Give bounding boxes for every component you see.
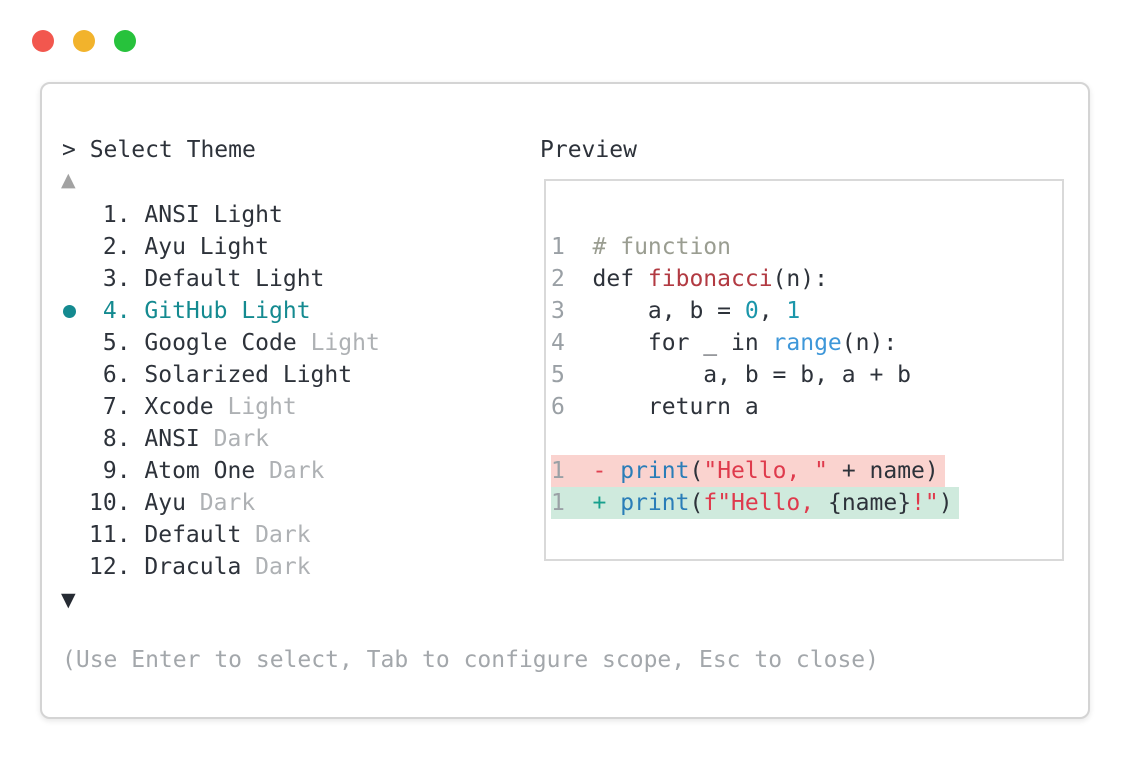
theme-label: 10. Ayu Dark [89,490,256,516]
theme-list-item[interactable]: 8. ANSI Dark [62,423,380,455]
line-number: 4 [551,330,565,356]
theme-list-item[interactable]: 1. ANSI Light [62,199,380,231]
theme-list-item[interactable]: 7. Xcode Light [62,391,380,423]
theme-list: 1. ANSI Light 2. Ayu Light 3. Default Ligh… [62,199,380,583]
theme-list-item[interactable]: 11. Default Dark [62,519,380,551]
theme-label: 8. ANSI Dark [102,426,270,452]
prompt-symbol: > [62,137,76,163]
prompt-line: > Select Theme [62,134,256,166]
bullet-slot [62,551,89,583]
bullet-slot [62,391,89,423]
line-number: 6 [551,394,565,420]
diff-removed-line: 1- print("Hello, " + name) [551,455,945,487]
diff-added-line: 1+ print(f"Hello, {name}!") [551,487,959,519]
scroll-down-icon[interactable]: ▼ [61,589,76,611]
theme-label: 4. GitHub Light [102,298,311,324]
theme-label: 5. Google Code Light [102,330,380,356]
bullet-slot [62,231,89,263]
theme-picker-window: > Select Theme ▲ 1. ANSI Light 2. Ayu Ligh… [40,82,1090,719]
selected-bullet-icon [63,304,76,318]
theme-list-item[interactable]: 10. Ayu Dark [62,487,380,519]
bullet-slot [62,455,89,487]
bullet-slot [62,423,89,455]
line-number: 3 [551,298,565,324]
line-number: 1 [551,490,565,516]
theme-list-item[interactable]: 3. Default Light [62,263,380,295]
theme-label: 1. ANSI Light [102,202,283,228]
page-title: Select Theme [89,137,256,163]
help-text: (Use Enter to select, Tab to configure s… [62,647,879,673]
scroll-up-icon[interactable]: ▲ [61,169,76,191]
theme-label: 6. Solarized Light [102,362,353,388]
minimize-button[interactable] [73,30,95,52]
code-line: 6 return a [551,391,759,423]
theme-label: 2. Ayu Light [102,234,270,260]
theme-list-item[interactable]: 2. Ayu Light [62,231,380,263]
theme-list-item[interactable]: 4. GitHub Light [62,295,380,327]
line-number: 1 [551,458,565,484]
theme-list-item[interactable]: 5. Google Code Light [62,327,380,359]
bullet-slot [62,295,89,327]
bullet-slot [62,263,89,295]
bullet-slot [62,359,89,391]
window-controls [32,30,155,52]
code-line: 1# function [551,231,731,263]
preview-label: Preview [540,137,637,163]
line-number: 2 [551,266,565,292]
bullet-slot [62,519,89,551]
theme-list-item[interactable]: 12. Dracula Dark [62,551,380,583]
theme-label: 9. Atom One Dark [102,458,325,484]
theme-label: 12. Dracula Dark [89,554,311,580]
code-line: 4 for _ in range(n): [551,327,897,359]
code-line: 5 a, b = b, a + b [551,359,911,391]
theme-list-item[interactable]: 6. Solarized Light [62,359,380,391]
bullet-slot [62,199,89,231]
code-line: 3 a, b = 0, 1 [551,295,800,327]
bullet-slot [62,327,89,359]
line-number: 5 [551,362,565,388]
line-number: 1 [551,234,565,260]
close-button[interactable] [32,30,54,52]
theme-label: 3. Default Light [102,266,325,292]
theme-label: 11. Default Dark [89,522,311,548]
zoom-button[interactable] [114,30,136,52]
bullet-slot [62,487,89,519]
blank-line [551,423,565,455]
theme-label: 7. Xcode Light [102,394,297,420]
theme-list-item[interactable]: 9. Atom One Dark [62,455,380,487]
